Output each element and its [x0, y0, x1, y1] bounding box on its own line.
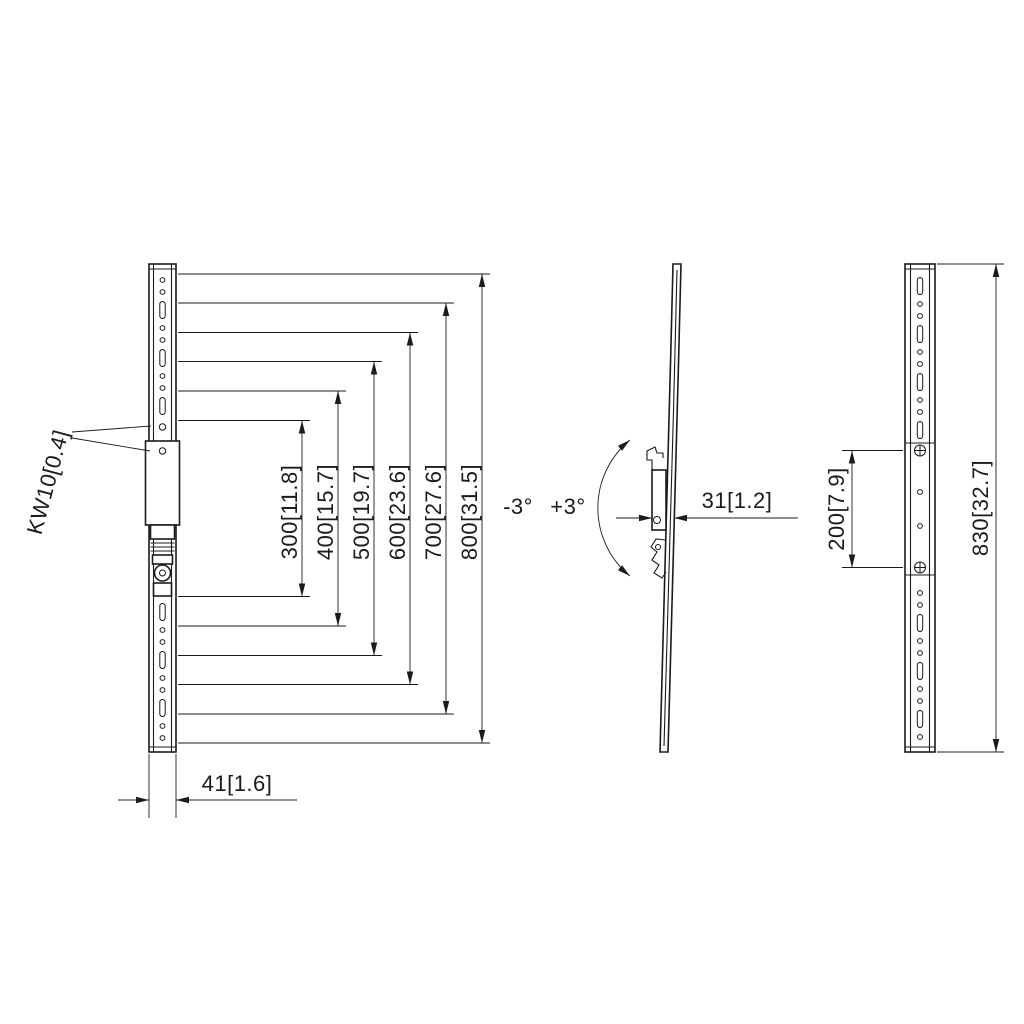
rail-slot	[159, 699, 166, 717]
rail-hole	[159, 675, 166, 681]
adjuster-knob	[153, 564, 172, 582]
rail-slot	[916, 421, 924, 439]
set-screw-upper	[158, 423, 167, 431]
dimension-label: 500[19.7]	[349, 464, 374, 560]
rail-slot	[916, 710, 924, 728]
dimension-500: 500[19.7]	[178, 361, 382, 656]
thread-callout: KW10[0.4]	[22, 425, 152, 537]
side-strip-centerline	[663, 269, 678, 747]
rail-hole	[159, 277, 166, 283]
bracket-screw	[653, 516, 661, 524]
dimension-label: 800[31.5]	[457, 464, 482, 560]
rail-hole	[917, 590, 923, 596]
rail-slot	[916, 277, 924, 295]
rail-hole	[159, 627, 166, 633]
adjuster-base	[152, 582, 173, 597]
dimension-800: 800[31.5]	[178, 273, 490, 744]
rail-slot	[916, 373, 924, 391]
side-view: -3° +3° 31[1.2]	[503, 263, 798, 753]
front-adjuster-mechanism	[149, 524, 176, 597]
bracket-spring-clip	[650, 538, 667, 579]
width-dimension: 41[1.6]	[118, 754, 297, 818]
rail-hole	[917, 301, 923, 307]
dimension-700: 700[27.6]	[178, 302, 454, 715]
rail-slot	[159, 349, 166, 367]
set-screw-lower	[158, 447, 167, 455]
rail-hole	[159, 639, 166, 645]
rail-hole	[159, 325, 166, 331]
leader-line	[71, 437, 151, 452]
rail-hole	[917, 361, 923, 367]
leader-line	[71, 425, 152, 433]
front-view: KW10[0.4] 300[11.8] 400[15.7] 500[19.7] …	[22, 263, 490, 818]
height-dimension: 830[32.7]	[937, 263, 1004, 753]
rail-hole	[159, 385, 166, 391]
tilt-annotation: -3° +3°	[503, 439, 631, 577]
depth-label: 31[1.2]	[702, 488, 773, 513]
rail-hole	[917, 397, 923, 403]
dimension-400: 400[15.7]	[178, 390, 346, 627]
rail-hole	[917, 638, 923, 644]
adjuster-knob-center	[159, 569, 166, 577]
rail-slot	[159, 397, 166, 415]
rail-hole	[917, 734, 923, 740]
rail-slot	[159, 651, 166, 669]
dimension-label: 600[23.6]	[385, 464, 410, 560]
dimension-label: 400[15.7]	[313, 464, 338, 560]
mount-screw-top	[914, 444, 926, 457]
dimension-300: 300[11.8]	[178, 420, 310, 597]
depth-dimension: 31[1.2]	[616, 488, 798, 522]
adjuster-collar	[149, 524, 176, 540]
rail-hole	[159, 373, 166, 379]
rail-slot	[916, 662, 924, 680]
rear-mount-section	[905, 442, 935, 576]
mount-screw-bottom	[914, 561, 926, 574]
screw-spacing-label: 200[7.9]	[824, 467, 849, 551]
rear-rail-holes-bottom	[916, 590, 924, 740]
front-rail-holes-top	[159, 277, 166, 415]
rear-rail-holes-top	[916, 277, 924, 439]
clip-hole	[655, 544, 661, 550]
front-bracket-block	[144, 440, 181, 526]
rear-view: 200[7.9] 830[32.7]	[824, 263, 1004, 753]
height-label: 830[32.7]	[968, 460, 993, 556]
rail-hole	[917, 698, 923, 704]
rail-hole	[917, 349, 923, 355]
rear-rail-outline	[904, 263, 936, 753]
rail-hole	[159, 723, 166, 729]
side-strip-profile	[659, 263, 682, 753]
tilt-arc	[597, 439, 631, 577]
front-rail	[144, 263, 181, 753]
rail-slot	[916, 325, 924, 343]
rail-hole	[917, 523, 923, 529]
rail-hole	[917, 602, 923, 608]
rail-hole	[917, 313, 923, 319]
rail-hole	[159, 735, 166, 741]
rail-hole	[159, 289, 166, 295]
bracket-plate	[651, 469, 667, 531]
dimension-label: 300[11.8]	[277, 465, 302, 560]
width-label: 41[1.6]	[202, 771, 273, 796]
dimension-600: 600[23.6]	[178, 332, 418, 685]
rail-hole	[917, 650, 923, 656]
rail-hole	[917, 409, 923, 415]
dimension-label: 700[27.6]	[421, 464, 446, 560]
rail-slot	[159, 603, 166, 621]
rail-hole	[159, 687, 166, 693]
rail-hole	[917, 489, 923, 495]
adjuster-neck	[151, 554, 174, 565]
bracket-top-hook	[646, 446, 664, 470]
tilt-negative-label: -3°	[503, 494, 533, 519]
front-rail-holes-bottom	[159, 603, 166, 741]
rail-slot	[916, 614, 924, 632]
rail-hole	[917, 686, 923, 692]
rear-rail	[904, 263, 936, 753]
rail-slot	[159, 301, 166, 319]
thread-label: KW10[0.4]	[22, 427, 74, 537]
rail-hole	[159, 337, 166, 343]
screw-spacing-dimension: 200[7.9]	[824, 450, 903, 568]
side-bracket	[646, 446, 667, 579]
tilt-positive-label: +3°	[550, 494, 585, 519]
